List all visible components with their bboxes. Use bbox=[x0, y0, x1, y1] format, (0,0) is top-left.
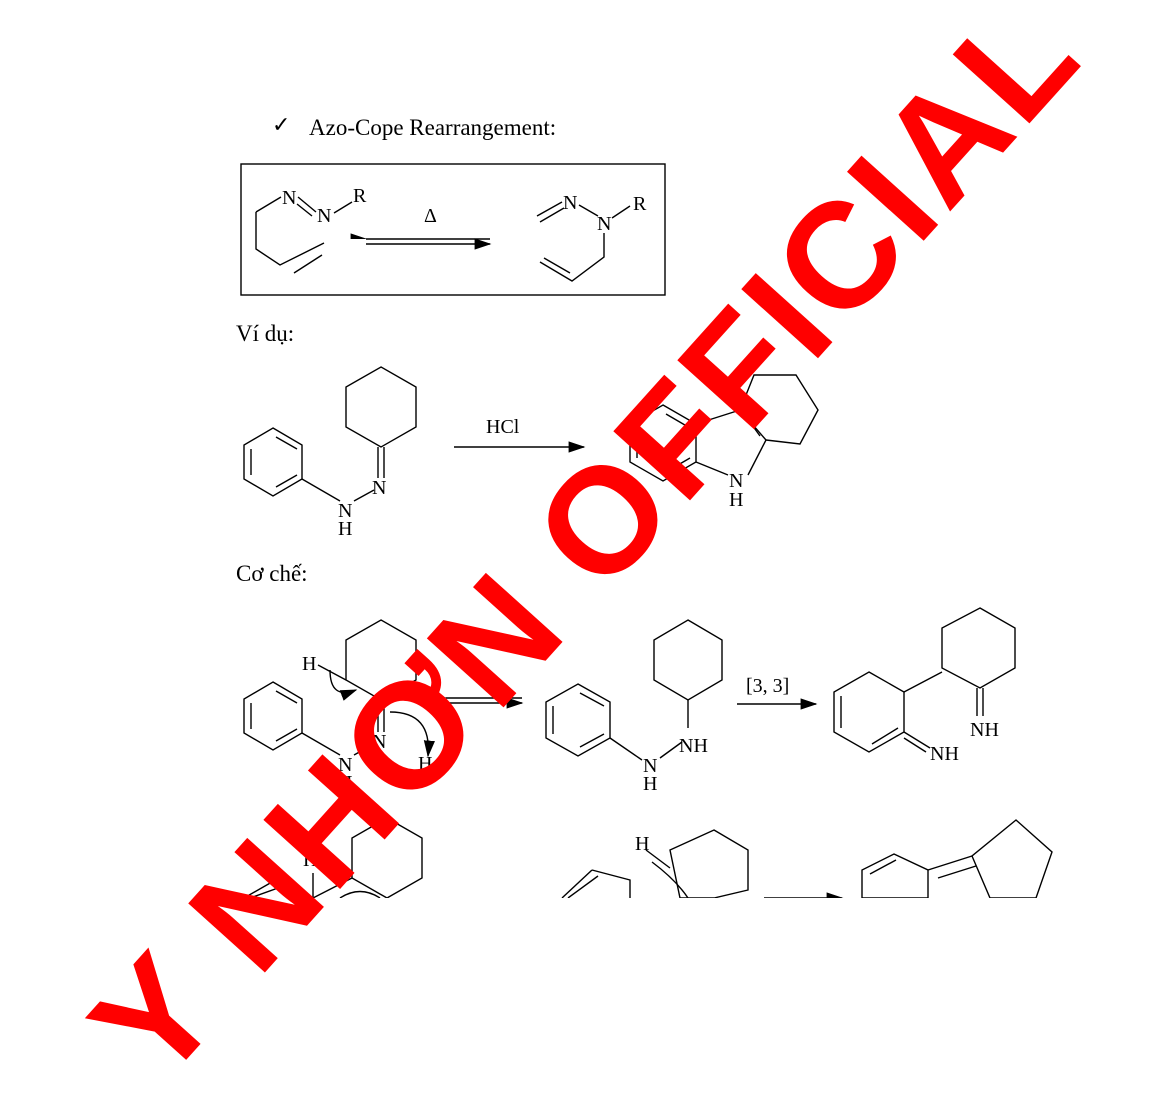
svg-text:H+: H+ bbox=[418, 753, 444, 775]
svg-text:H: H bbox=[338, 772, 352, 794]
svg-text:NH: NH bbox=[679, 735, 708, 757]
svg-text:N: N bbox=[338, 754, 352, 776]
svg-text:H: H bbox=[729, 489, 743, 511]
check-icon: ✓ bbox=[272, 112, 291, 137]
svg-text:N: N bbox=[729, 470, 743, 492]
svg-text:NH: NH bbox=[930, 743, 959, 765]
reaction-box bbox=[240, 163, 666, 296]
svg-text:HCl: HCl bbox=[486, 416, 520, 438]
svg-text:N: N bbox=[563, 192, 577, 214]
svg-text:H: H bbox=[303, 849, 317, 871]
svg-text:N: N bbox=[597, 213, 611, 235]
atom-labels: N N R Δ N N R HCl N N H N H H N N H H+ N… bbox=[282, 185, 999, 871]
svg-text:N: N bbox=[372, 731, 386, 753]
svg-text:H: H bbox=[338, 518, 352, 540]
page-heading: Azo-Cope Rearrangement: bbox=[309, 115, 557, 140]
svg-text:NH: NH bbox=[970, 719, 999, 741]
svg-text:R: R bbox=[633, 193, 647, 215]
svg-text:Δ: Δ bbox=[424, 205, 437, 227]
svg-text:N: N bbox=[317, 205, 331, 227]
svg-text:N: N bbox=[338, 500, 352, 522]
section-example-title: Ví dụ: bbox=[236, 321, 295, 346]
section-mechanism-title: Cơ chế: bbox=[236, 561, 308, 586]
svg-text:R: R bbox=[353, 185, 367, 207]
svg-text:[3, 3]: [3, 3] bbox=[746, 675, 789, 697]
svg-text:H: H bbox=[643, 773, 657, 795]
svg-text:H: H bbox=[635, 833, 649, 855]
chemistry-scheme: N N R Δ N N R HCl N N H N H H N N H H+ N… bbox=[240, 163, 1053, 898]
svg-text:H: H bbox=[302, 653, 316, 675]
svg-text:N: N bbox=[282, 187, 296, 209]
svg-text:N: N bbox=[372, 477, 386, 499]
svg-text:N: N bbox=[643, 755, 657, 777]
